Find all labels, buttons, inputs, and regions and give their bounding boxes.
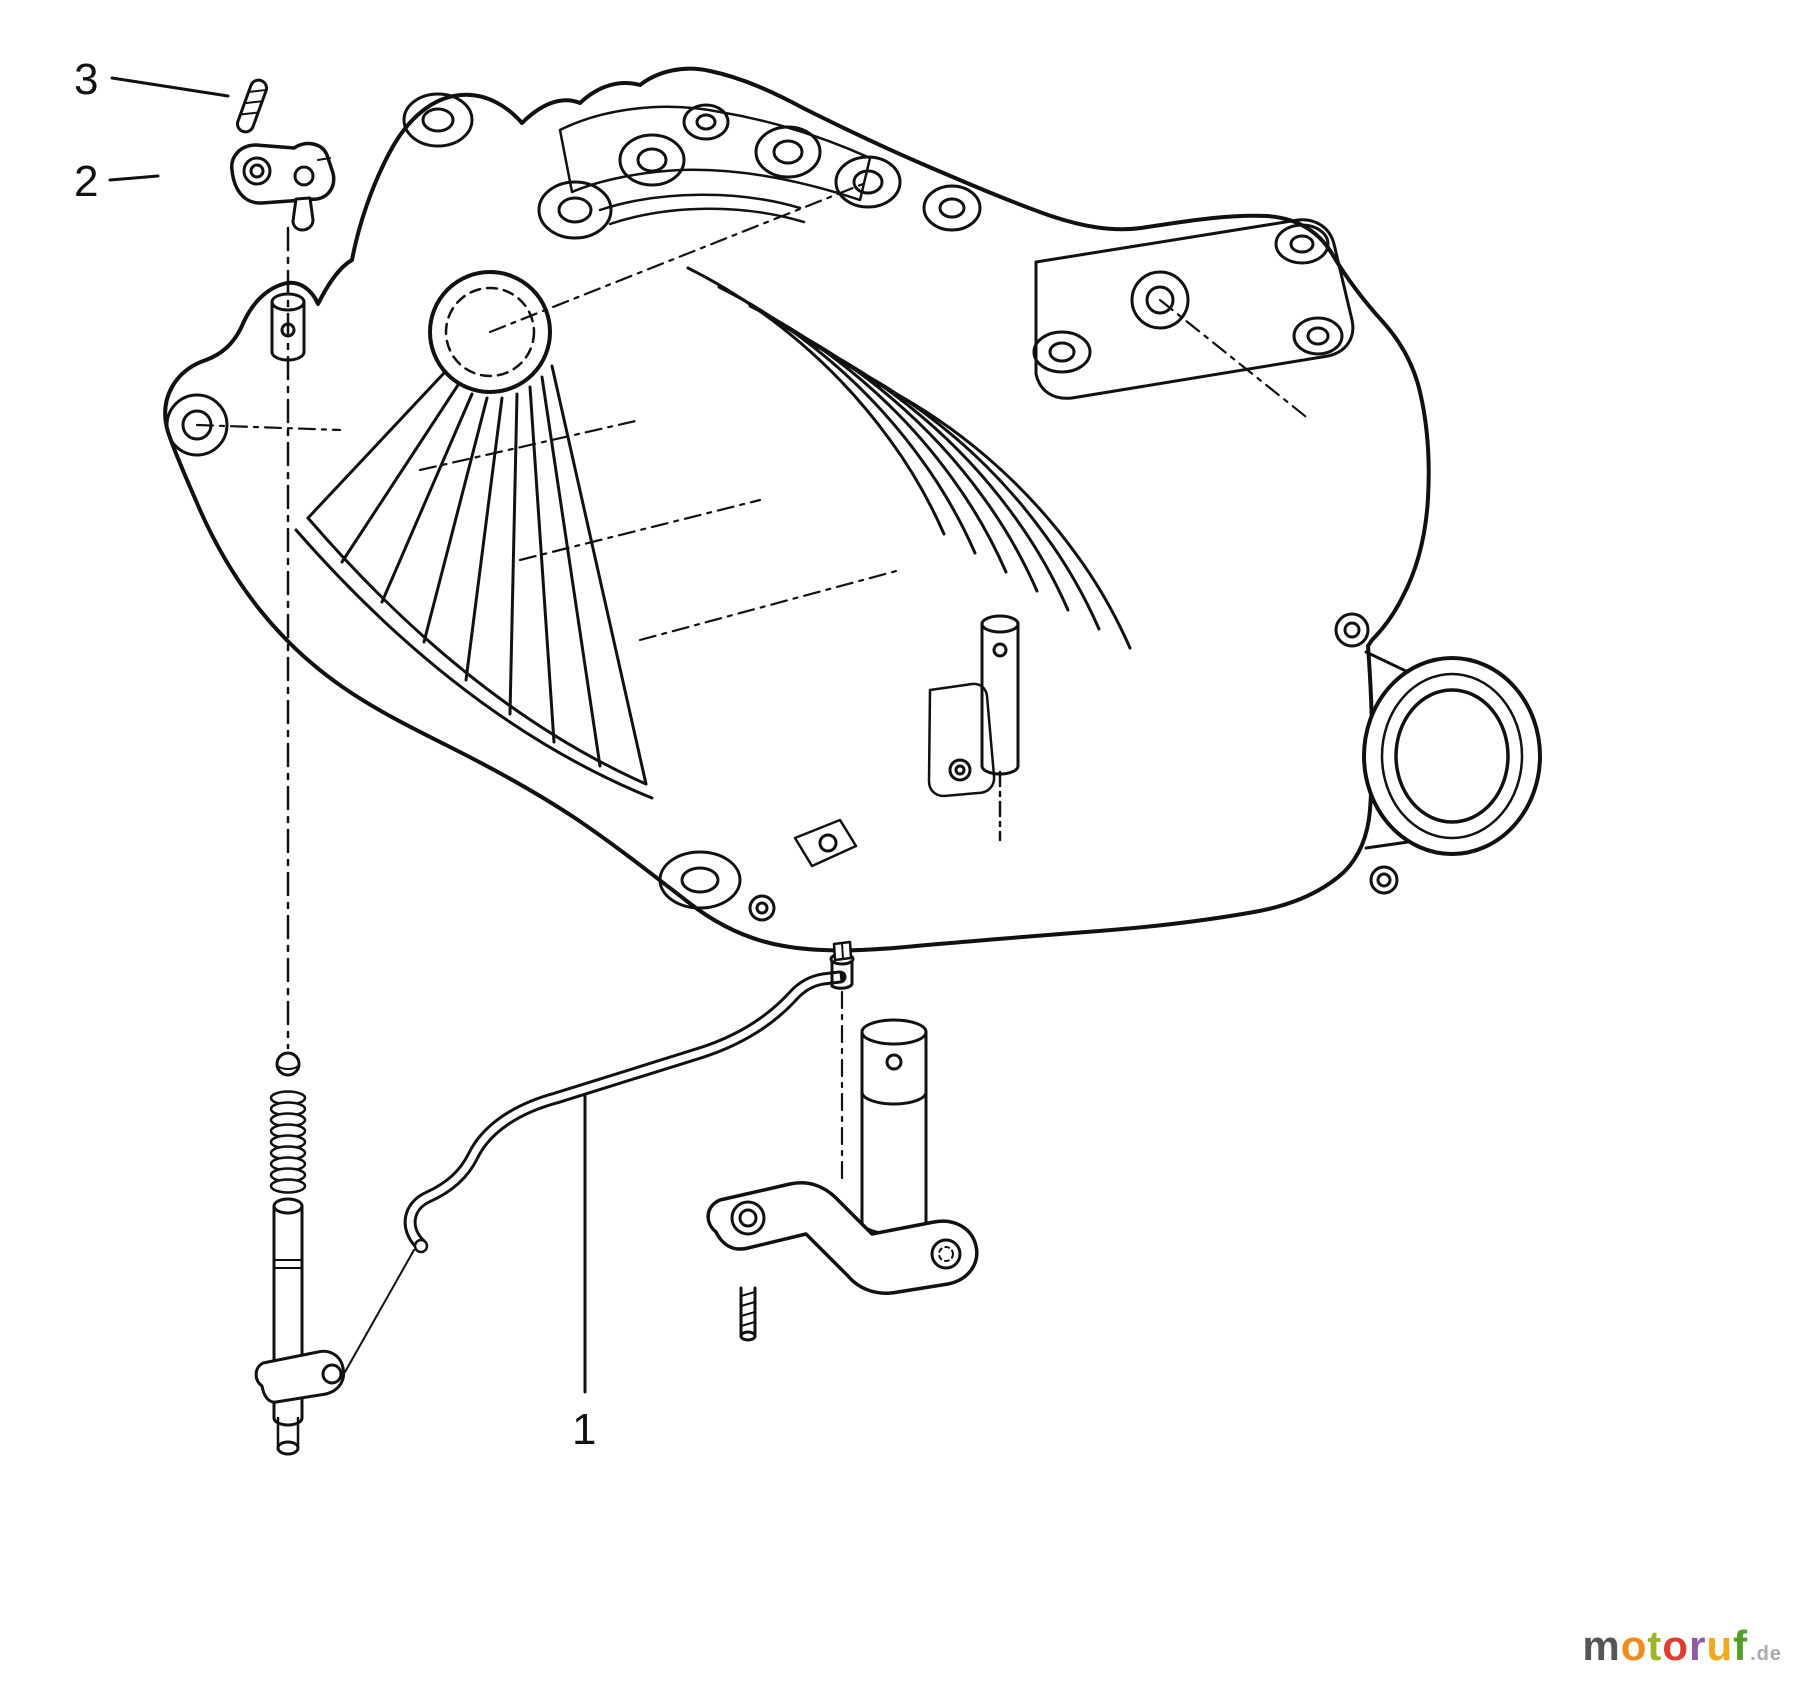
control-rod	[254, 1197, 415, 1456]
watermark-letter: u	[1706, 1622, 1734, 1669]
part-3-pin	[236, 78, 268, 134]
watermark-suffix: .de	[1750, 1643, 1782, 1665]
leader-line-2	[108, 174, 160, 182]
callout-label-1: 1	[572, 1405, 596, 1454]
watermark-letter: f	[1733, 1622, 1749, 1669]
watermark-letter: o	[1620, 1622, 1648, 1669]
construction-lines	[195, 180, 1312, 642]
part-1-tube	[403, 940, 855, 1254]
transaxle-housing-drawing	[163, 66, 1542, 953]
callout-leaders	[108, 76, 587, 1394]
watermark-letter: r	[1689, 1622, 1707, 1669]
watermark-letter: o	[1662, 1622, 1690, 1669]
spring	[269, 1090, 307, 1194]
watermark-letter: t	[1647, 1622, 1663, 1669]
callout-label-2: 2	[74, 157, 98, 206]
watermark-letter: m	[1582, 1622, 1621, 1669]
bypass-shaft	[860, 1018, 928, 1260]
shift-fork	[706, 1181, 979, 1342]
watermark-logo: m o t o r u f .de	[1582, 1622, 1782, 1670]
washer	[275, 1051, 301, 1077]
leader-line-3	[110, 76, 230, 98]
callout-label-3: 3	[74, 55, 98, 104]
part-2-lever	[230, 141, 336, 232]
